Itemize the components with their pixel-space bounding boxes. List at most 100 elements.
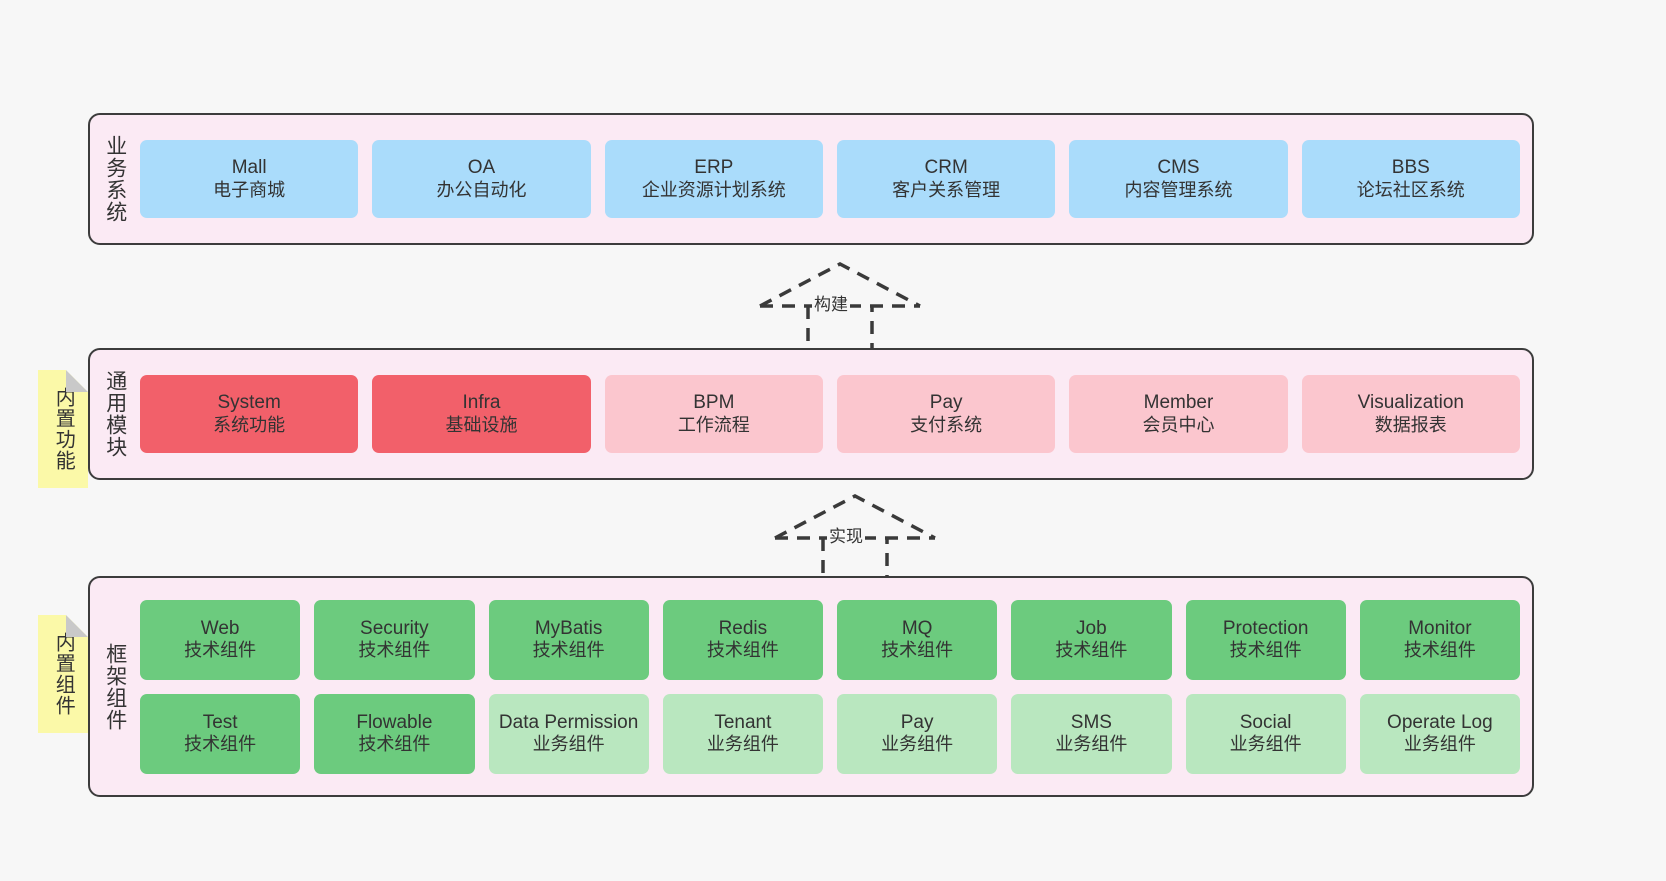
cell-subtitle: 业务组件 [532,734,605,755]
cell-title: MQ [901,617,933,639]
cell-subtitle: 业务组件 [706,734,779,755]
cell-title: Mall [231,157,267,179]
cell-subtitle: 基础设施 [445,414,518,435]
cell-subtitle: 技术组件 [706,640,779,661]
cell-subtitle: 支付系统 [910,414,983,435]
note-fold-corner-icon [66,370,88,392]
cell-title: CRM [924,157,968,179]
cell-subtitle: 业务组件 [1403,734,1476,755]
cell-title: Redis [718,617,768,639]
cell-title: Infra [462,392,501,414]
cell-subtitle: 工作流程 [677,414,750,435]
cell-subtitle: 内容管理系统 [1124,179,1233,200]
arrow-build: 构建 [750,258,930,358]
cell-title: ERP [694,157,734,179]
arrow-implement: 实现 [765,490,945,590]
cell-title: Tenant [714,711,772,733]
cell-title: BPM [693,392,735,414]
cell-title: Security [360,617,429,639]
cell-title: Member [1143,392,1214,414]
cell-title: Monitor [1408,617,1472,639]
cell-subtitle: 办公自动化 [436,179,527,200]
cell-subtitle: 技术组件 [358,640,431,661]
cell-title: Pay [929,392,963,414]
cell-title: Visualization [1357,392,1464,414]
cell-title: Protection [1222,617,1309,639]
cell-subtitle: 技术组件 [1229,640,1302,661]
cell-title: System [217,392,281,414]
arrow-build-label: 构建 [812,290,850,315]
cell-title: CMS [1157,157,1200,179]
note-builtin-functions: 内置功能 [38,370,88,488]
cell-title: SMS [1070,711,1112,733]
note-builtin-functions-label: 内置功能 [52,387,75,471]
cell-subtitle: 企业资源计划系统 [641,179,786,200]
arrow-implement-head [774,494,936,540]
cell-title: Test [202,711,238,733]
cell-title: Pay [900,711,934,733]
layer-framework-components-label: 框架组件 [103,642,127,731]
cell-subtitle: 客户关系管理 [892,179,1001,200]
cell-subtitle: 技术组件 [1403,640,1476,661]
arrow-build-head [759,262,921,308]
cell-subtitle: 电子商城 [213,179,286,200]
cell-subtitle: 业务组件 [1229,734,1302,755]
layer-business-systems-label: 业务系统 [103,135,127,223]
cell-subtitle: 技术组件 [184,640,257,661]
note-builtin-components: 内置组件 [38,615,88,733]
layer-common-modules-label: 通用模块 [103,370,127,458]
cell-subtitle: 技术组件 [184,734,257,755]
note-builtin-components-label: 内置组件 [52,632,75,716]
cell-subtitle: 业务组件 [881,734,954,755]
cell-title: Operate Log [1387,711,1493,733]
cell-title: BBS [1391,157,1430,179]
cell-title: Flowable [356,711,433,733]
cell-subtitle: 业务组件 [1055,734,1128,755]
arrow-implement-shaft [821,538,889,588]
cell-title: Social [1239,711,1292,733]
cell-subtitle: 数据报表 [1374,414,1447,435]
note-fold-corner-icon [66,615,88,637]
cell-subtitle: 技术组件 [358,734,431,755]
cell-subtitle: 会员中心 [1142,414,1215,435]
cell-title: Job [1076,617,1107,639]
